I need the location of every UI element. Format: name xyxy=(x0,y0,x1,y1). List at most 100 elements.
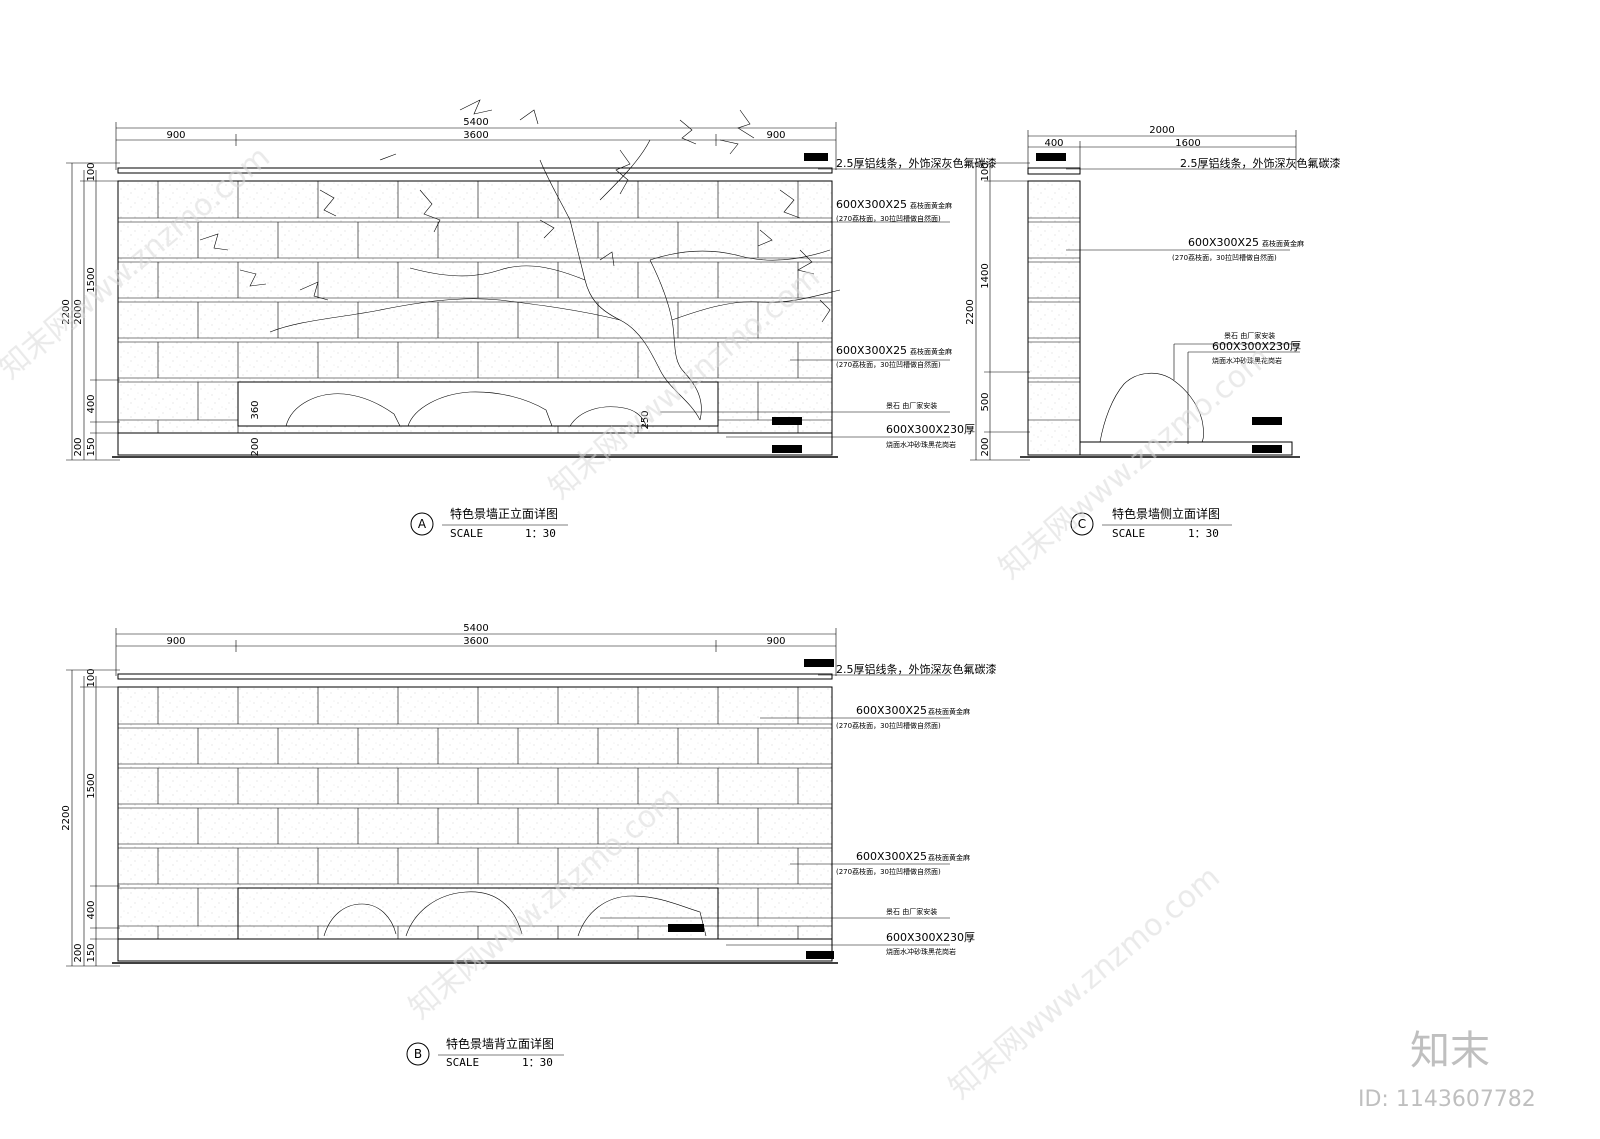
note-tile-sub: (270荔枝面，30拉凹槽做自然面) xyxy=(1172,253,1277,262)
scale-value: 1：30 xyxy=(522,1056,553,1069)
dim-height-plinth: 150 xyxy=(86,943,97,962)
wall-cap xyxy=(117,167,833,174)
note-tile-lower-tag: 荔枝面黄金麻 xyxy=(910,347,952,356)
note-tile-lower: 600X300X25 xyxy=(836,344,907,357)
note-base-sub: 烧面水冲砂珠黑花岗岩 xyxy=(886,947,956,956)
elevation-c-top-dimensions: 2000 400 1600 xyxy=(1027,125,1297,170)
dim-height-plinth: 150 xyxy=(86,437,97,456)
elevation-a-top-dimensions: 5400 900 3600 900 xyxy=(115,117,837,170)
note-tile: 600X300X25 xyxy=(1188,236,1259,249)
dim-height-lower: 400 xyxy=(86,394,97,413)
landscape-stone xyxy=(1099,372,1204,443)
drawing-title: 特色景墙背立面详图 xyxy=(446,1036,554,1051)
wall-face xyxy=(1027,180,1081,456)
note-base: 600X300X230厚 xyxy=(886,931,975,944)
wall-cap xyxy=(1027,167,1081,175)
drawing-label-circle xyxy=(1070,512,1094,536)
wall-cap xyxy=(117,673,833,680)
dim-segment-center: 3600 xyxy=(463,130,488,141)
note-tile-lower: 600X300X25 xyxy=(856,850,927,863)
elevation-marker xyxy=(806,951,834,959)
dim-height-lower: 400 xyxy=(86,900,97,919)
dim-overall-width: 5400 xyxy=(463,623,488,634)
stone-niche xyxy=(237,381,719,427)
dim-height-cap: 100 xyxy=(980,162,991,181)
scale-value: 1：30 xyxy=(1188,527,1219,540)
dim-segment-left: 900 xyxy=(166,130,185,141)
drawing-title: 特色景墙侧立面详图 xyxy=(1112,506,1220,521)
landscape-stone xyxy=(323,891,707,937)
elevation-a-notes: 2.5厚铝线条，外饰深灰色氟碳漆 600X300X25 荔枝面黄金麻 (270荔… xyxy=(660,153,997,453)
dim-height-inner: 2000 xyxy=(73,299,84,324)
dim-height-base: 200 xyxy=(73,437,84,456)
note-tile-lower-sub: (270荔枝面，30拉凹槽做自然面) xyxy=(836,360,941,369)
dim-niche-height: 360 xyxy=(250,400,261,419)
dim-segment-center: 3600 xyxy=(463,636,488,647)
dim-segment-right: 1600 xyxy=(1175,138,1200,149)
watermark-text: 知末网www.znzmo.com xyxy=(943,860,1227,1106)
dim-height-cap: 100 xyxy=(86,668,97,687)
note-stone: 景石 由厂家安装 xyxy=(886,907,937,916)
wall-courses xyxy=(1028,217,1080,421)
drawing-label: C xyxy=(1078,517,1086,531)
drawing-label: B xyxy=(414,1047,422,1061)
brand-logo: 知末 xyxy=(1410,1028,1490,1074)
dim-overall-width: 2000 xyxy=(1149,125,1174,136)
elevation-marker xyxy=(772,445,802,453)
note-tile-lower-sub: (270荔枝面，30拉凹槽做自然面) xyxy=(836,867,941,876)
wall-courses xyxy=(118,723,832,927)
drawing-label-circle xyxy=(410,512,434,536)
note-stone: 景石 由厂家安装 xyxy=(886,401,937,410)
elevation-marker xyxy=(804,153,828,161)
dim-segment-right: 900 xyxy=(766,636,785,647)
scale-label: SCALE xyxy=(450,527,483,540)
elevation-a-left-dimensions: 2200 2000 100 1500 400 200 150 xyxy=(61,162,120,461)
note-tile-lower-tag: 荔枝面黄金麻 xyxy=(928,853,970,862)
elevation-marker xyxy=(772,417,802,425)
elevation-marker xyxy=(804,659,834,667)
elevation-b-title: B 特色景墙背立面详图 SCALE 1：30 xyxy=(406,1036,564,1069)
drawing-label-circle xyxy=(406,1042,430,1066)
dim-segment-left: 900 xyxy=(166,636,185,647)
note-base: 600X300X230厚 xyxy=(1212,340,1301,353)
elevation-c-wall xyxy=(1020,167,1300,458)
elevation-c-notes: 2.5厚铝线条，外饰深灰色氟碳漆 600X300X25 荔枝面黄金麻 (270荔… xyxy=(1036,153,1341,453)
tree-sketch xyxy=(199,99,841,421)
dim-niche-base: 200 xyxy=(250,437,261,456)
scale-label: SCALE xyxy=(446,1056,479,1069)
dim-height-wall: 1400 xyxy=(980,263,991,288)
note-stone: 景石 由厂家安装 xyxy=(1224,331,1275,340)
elevation-c-title: C 特色景墙侧立面详图 SCALE 1：30 xyxy=(1070,506,1232,540)
dim-height-cap: 100 xyxy=(86,162,97,181)
note-tile-upper-sub: (270荔枝面，30拉凹槽做自然面) xyxy=(836,214,941,223)
elevation-c-left-dimensions: 2200 100 1400 500 200 xyxy=(965,162,1030,461)
dim-height-overall: 2200 xyxy=(965,299,976,324)
elevation-b-notes: 2.5厚铝线条，外饰深灰色氟碳漆 600X300X25 荔枝面黄金麻 (270荔… xyxy=(600,659,997,959)
note-tile-upper-sub: (270荔枝面，30拉凹槽做自然面) xyxy=(836,721,941,730)
note-tile-tag: 荔枝面黄金麻 xyxy=(1262,239,1304,248)
elevation-b-top-dimensions: 5400 900 3600 900 xyxy=(115,623,837,676)
scale-value: 1：30 xyxy=(525,527,556,540)
dim-height-overall: 2200 xyxy=(61,299,72,324)
note-tile-upper-tag: 荔枝面黄金麻 xyxy=(928,707,970,716)
elevation-marker xyxy=(1036,153,1066,161)
elevation-b-left-dimensions: 2200 100 1500 400 200 150 xyxy=(61,668,120,967)
dim-height-wall: 1500 xyxy=(86,267,97,292)
elevation-marker xyxy=(1252,445,1282,453)
dim-segment-left: 400 xyxy=(1044,138,1063,149)
note-tile-upper-tag: 荔枝面黄金麻 xyxy=(910,201,952,210)
dim-height-overall: 2200 xyxy=(61,805,72,830)
landscape-stone xyxy=(285,391,647,427)
drawing-title: 特色景墙正立面详图 xyxy=(450,506,558,521)
wall-face xyxy=(117,686,833,940)
side-base-slab xyxy=(1079,441,1293,456)
note-base: 600X300X230厚 xyxy=(886,423,975,436)
note-cap-material: 2.5厚铝线条，外饰深灰色氟碳漆 xyxy=(836,156,997,170)
dim-overall-width: 5400 xyxy=(463,117,488,128)
note-base-sub: 烧面水冲砂珠黑花岗岩 xyxy=(886,440,956,449)
elevation-c: 2000 400 1600 2200 100 1400 500 200 xyxy=(965,125,1341,540)
note-base-sub: 烧面水冲砂珠黑花岗岩 xyxy=(1212,356,1282,365)
note-tile-upper: 600X300X25 xyxy=(836,198,907,211)
dim-height-base: 200 xyxy=(73,943,84,962)
